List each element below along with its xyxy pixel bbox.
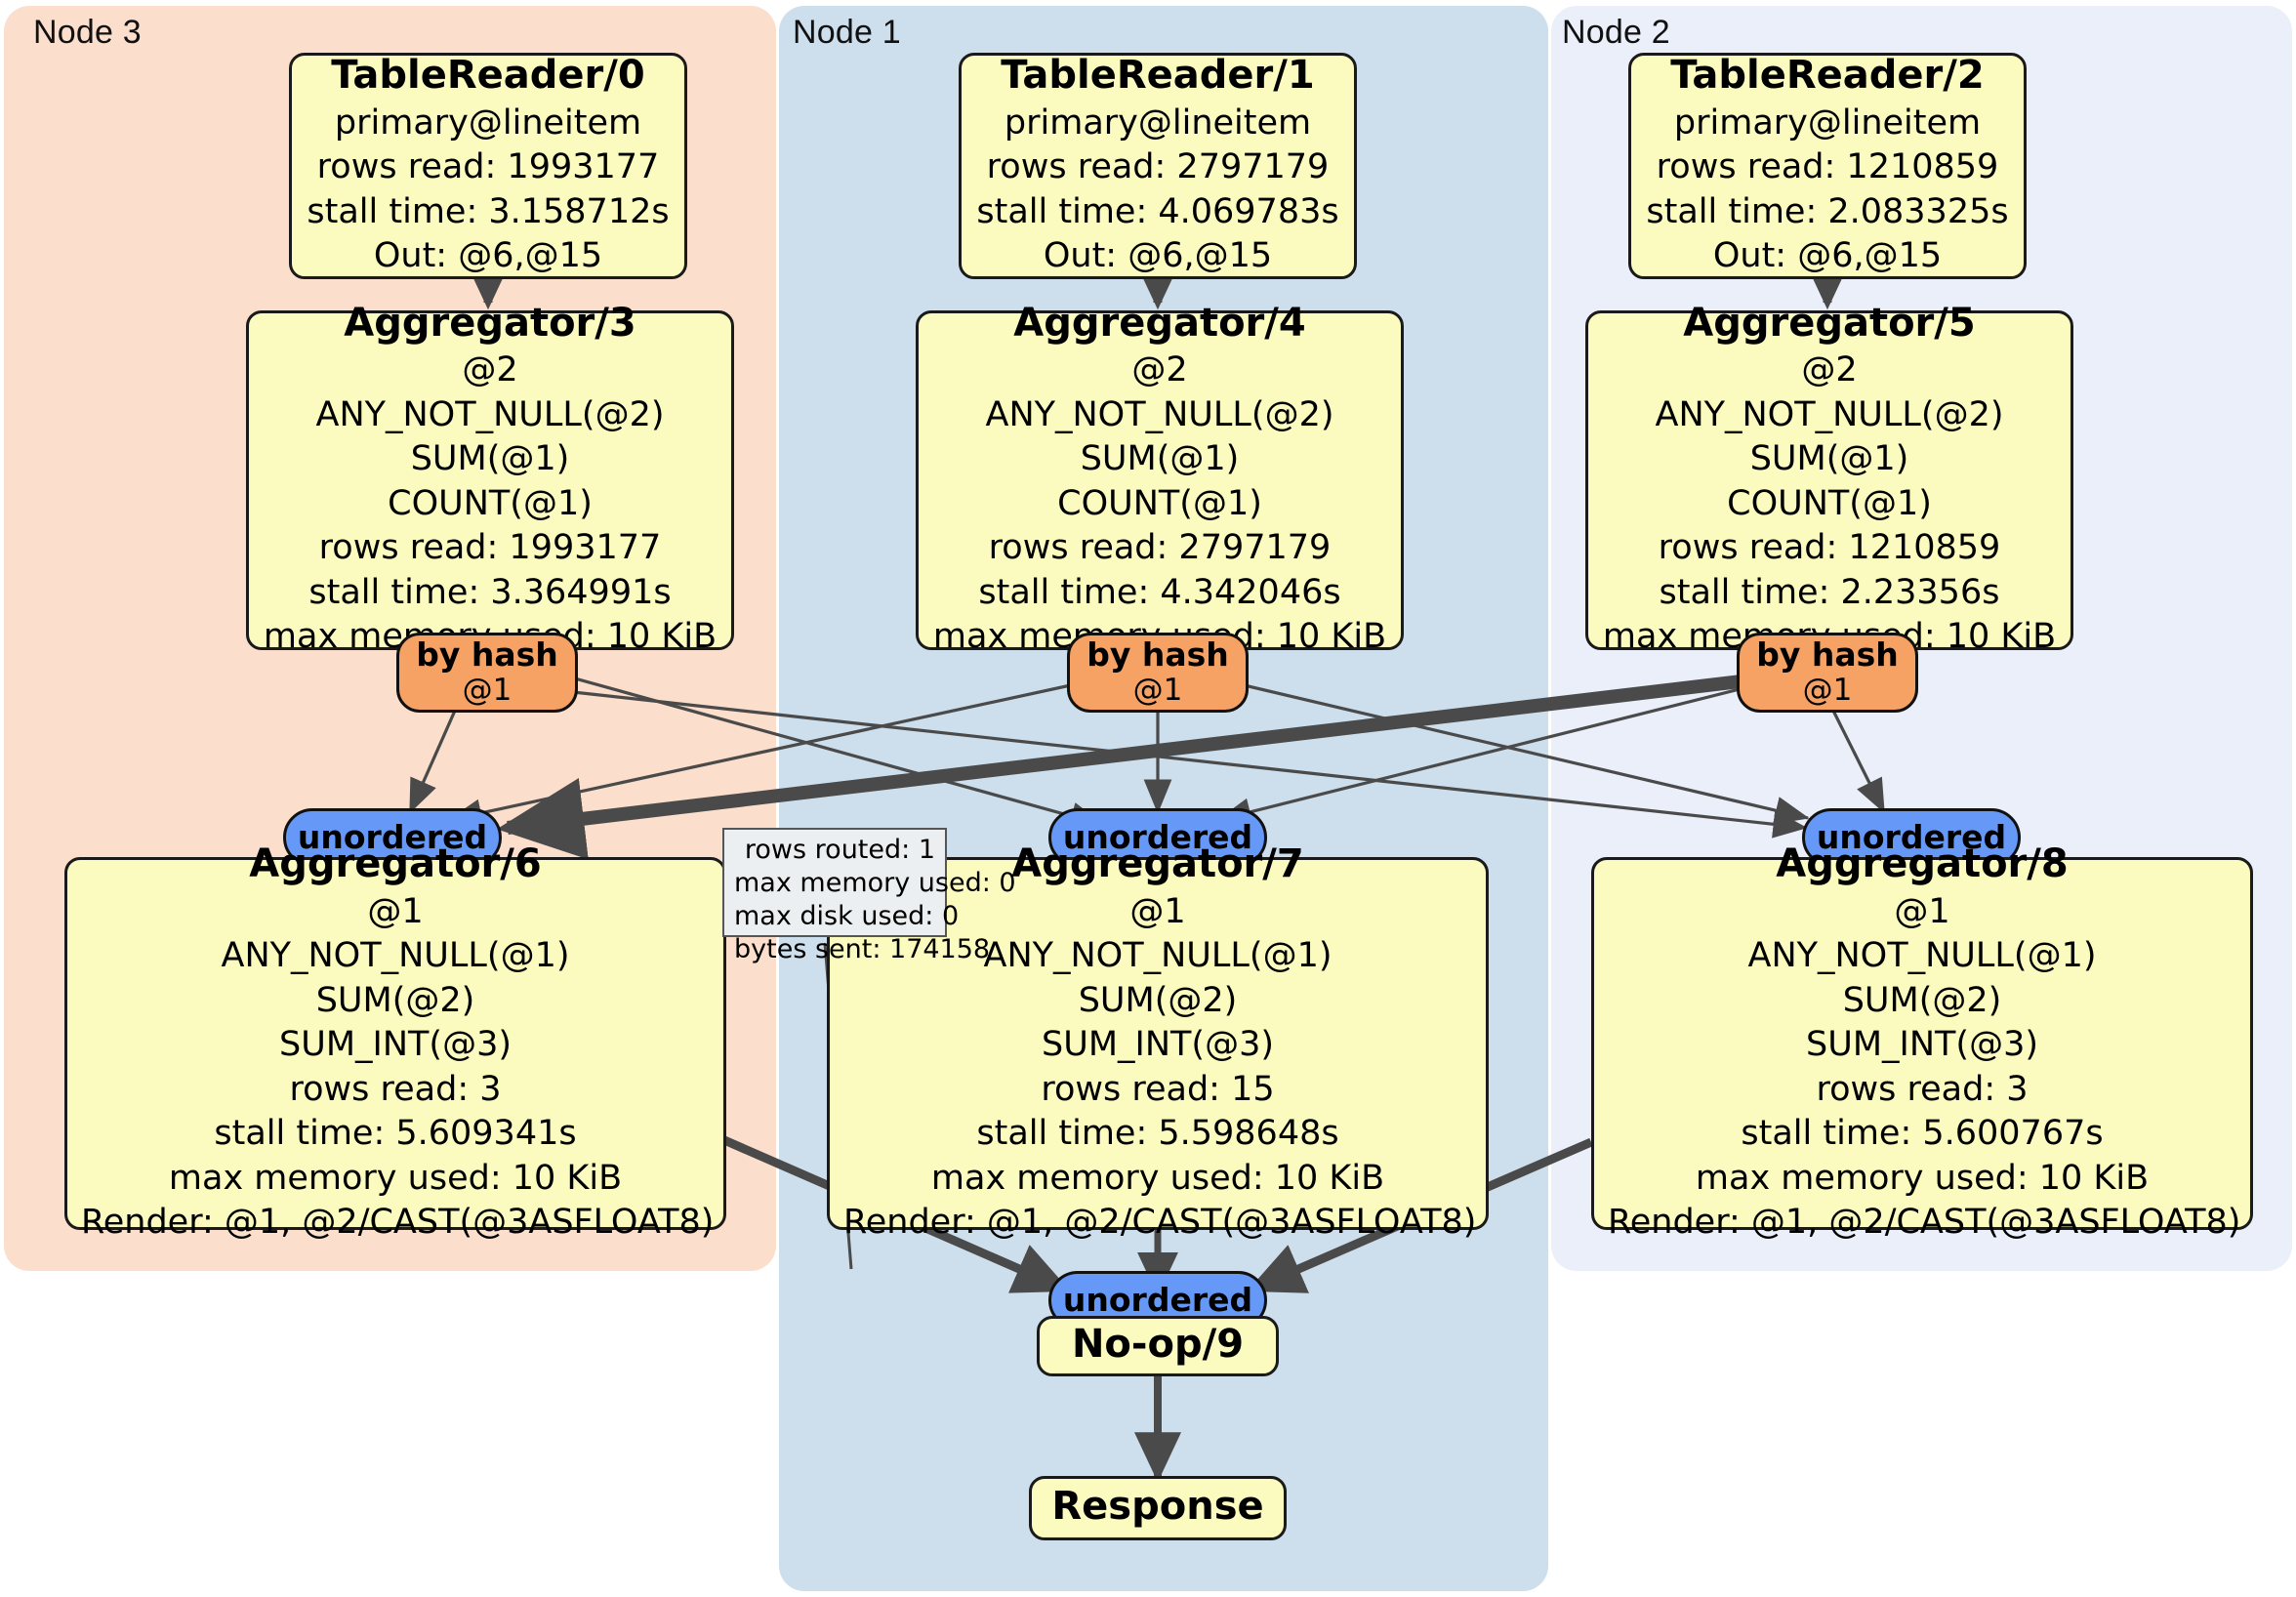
node-group-col: @1	[1129, 891, 1186, 931]
node-group-col: @1	[367, 891, 424, 931]
node-agg-2: SUM(@2)	[315, 980, 475, 1020]
node-render: Render: @1, @2/CAST(@3ASFLOAT8)	[81, 1203, 715, 1243]
node-rows-read: rows read: 1993177	[318, 528, 662, 568]
node-group-col: @2	[462, 350, 518, 390]
node-title: No-op/9	[1071, 1322, 1245, 1368]
node-tablereader-2[interactable]: TableReader/2 primary@lineitem rows read…	[1628, 53, 2027, 279]
input-sync-label: unordered	[1062, 1280, 1253, 1319]
router-column: @1	[1132, 673, 1183, 709]
node-tablereader-1[interactable]: TableReader/1 primary@lineitem rows read…	[959, 53, 1357, 279]
node-out: Out: @6,@15	[1712, 236, 1943, 276]
node-out: Out: @6,@15	[1043, 236, 1273, 276]
node-group-col: @1	[1894, 891, 1950, 931]
node-max-memory: max memory used: 10 KiB	[930, 1158, 1385, 1198]
input-sync-label: unordered	[1062, 817, 1253, 856]
router-column: @1	[1802, 673, 1853, 709]
node-group-col: @2	[1801, 350, 1858, 390]
router-by-hash-0[interactable]: by hash @1	[396, 633, 578, 713]
node-table: primary@lineitem	[334, 102, 642, 143]
node-max-memory: max memory used: 10 KiB	[168, 1158, 623, 1198]
node-agg-1: ANY_NOT_NULL(@2)	[985, 394, 1334, 434]
node-title: Response	[1051, 1484, 1264, 1530]
node-stall-time: stall time: 2.083325s	[1646, 191, 2009, 231]
node-title: Aggregator/4	[1013, 301, 1306, 347]
node-rows-read: rows read: 3	[1816, 1069, 2029, 1109]
node-agg-1: ANY_NOT_NULL(@1)	[1747, 936, 2097, 976]
node-stall-time: stall time: 3.158712s	[307, 191, 670, 231]
node-agg-3: COUNT(@1)	[1727, 483, 1932, 523]
router-label: by hash	[416, 635, 558, 674]
node-max-memory: max memory used: 10 KiB	[1695, 1158, 2150, 1198]
node-stall-time: stall time: 5.600767s	[1741, 1114, 2104, 1154]
node-response[interactable]: Response	[1029, 1476, 1287, 1540]
node-tablereader-0[interactable]: TableReader/0 primary@lineitem rows read…	[289, 53, 687, 279]
node-agg-1: ANY_NOT_NULL(@1)	[983, 936, 1332, 976]
node-agg-1: ANY_NOT_NULL(@2)	[315, 394, 665, 434]
node-stall-time: stall time: 3.364991s	[308, 572, 672, 612]
node-title: TableReader/1	[1001, 53, 1315, 99]
node-stall-time: stall time: 5.598648s	[976, 1114, 1339, 1154]
node-rows-read: rows read: 15	[1041, 1069, 1275, 1109]
node-group-col: @2	[1131, 350, 1188, 390]
node-aggregator-8[interactable]: Aggregator/8 @1 ANY_NOT_NULL(@1) SUM(@2)…	[1591, 841, 2253, 1242]
node-agg-1: ANY_NOT_NULL(@1)	[221, 936, 570, 976]
node-agg-3: SUM_INT(@3)	[1042, 1025, 1274, 1065]
node-agg-3: COUNT(@1)	[388, 483, 593, 523]
node-aggregator-6[interactable]: Aggregator/6 @1 ANY_NOT_NULL(@1) SUM(@2)…	[64, 841, 726, 1242]
node-aggregator-5[interactable]: Aggregator/5 @2 ANY_NOT_NULL(@2) SUM(@1)…	[1585, 301, 2073, 656]
router-by-hash-2[interactable]: by hash @1	[1737, 633, 1918, 713]
tooltip-rows-routed: rows routed: 1	[744, 835, 935, 865]
tooltip-max-disk-used: max disk used: 0	[734, 901, 960, 932]
router-label: by hash	[1756, 635, 1899, 674]
node-agg-1: ANY_NOT_NULL(@2)	[1655, 394, 2004, 434]
node-title: Aggregator/5	[1683, 301, 1976, 347]
router-label: by hash	[1086, 635, 1229, 674]
node-title: Aggregator/6	[249, 841, 542, 887]
node-agg-3: SUM_INT(@3)	[279, 1025, 512, 1065]
node-title: TableReader/2	[1670, 53, 1985, 99]
node-agg-3: SUM_INT(@3)	[1806, 1025, 2038, 1065]
node-out: Out: @6,@15	[373, 236, 603, 276]
node-rows-read: rows read: 1210859	[1658, 528, 2001, 568]
node-rows-read: rows read: 1993177	[316, 147, 660, 187]
node-aggregator-3[interactable]: Aggregator/3 @2 ANY_NOT_NULL(@2) SUM(@1)…	[246, 301, 734, 656]
input-sync-label: unordered	[297, 817, 488, 856]
node-aggregator-4[interactable]: Aggregator/4 @2 ANY_NOT_NULL(@2) SUM(@1)…	[916, 301, 1404, 656]
node-agg-2: SUM(@1)	[1749, 439, 1909, 479]
node-rows-read: rows read: 2797179	[988, 528, 1332, 568]
cluster-label-node-3: Node 3	[33, 14, 142, 51]
cluster-label-node-1: Node 1	[793, 14, 901, 51]
node-table: primary@lineitem	[1004, 102, 1312, 143]
node-agg-2: SUM(@1)	[410, 439, 570, 479]
node-no-op-9[interactable]: No-op/9	[1037, 1316, 1279, 1376]
node-agg-2: SUM(@2)	[1078, 980, 1238, 1020]
node-title: TableReader/0	[331, 53, 645, 99]
node-rows-read: rows read: 3	[289, 1069, 502, 1109]
node-stall-time: stall time: 5.609341s	[214, 1114, 577, 1154]
node-agg-2: SUM(@1)	[1080, 439, 1240, 479]
node-agg-2: SUM(@2)	[1842, 980, 2002, 1020]
node-render: Render: @1, @2/CAST(@3ASFLOAT8)	[1608, 1203, 2241, 1243]
node-table: primary@lineitem	[1673, 102, 1982, 143]
tooltip-bytes-sent: bytes sent: 174158	[734, 934, 991, 965]
edge-stats-tooltip: rows routed: 1 max memory used: 0 max di…	[722, 828, 1016, 964]
node-stall-time: stall time: 4.069783s	[976, 191, 1339, 231]
node-stall-time: stall time: 4.342046s	[978, 572, 1341, 612]
router-column: @1	[462, 673, 512, 709]
node-stall-time: stall time: 2.23356s	[1659, 572, 2000, 612]
node-title: Aggregator/7	[1011, 841, 1304, 887]
node-title: Aggregator/3	[344, 301, 636, 347]
node-rows-read: rows read: 2797179	[986, 147, 1330, 187]
input-sync-label: unordered	[1816, 817, 2007, 856]
router-by-hash-1[interactable]: by hash @1	[1067, 633, 1249, 713]
node-rows-read: rows read: 1210859	[1656, 147, 1999, 187]
node-render: Render: @1, @2/CAST(@3ASFLOAT8)	[843, 1203, 1477, 1243]
cluster-label-node-2: Node 2	[1562, 14, 1670, 51]
node-agg-3: COUNT(@1)	[1057, 483, 1262, 523]
node-title: Aggregator/8	[1776, 841, 2069, 887]
tooltip-max-memory-used: max memory used: 0	[734, 868, 1016, 899]
